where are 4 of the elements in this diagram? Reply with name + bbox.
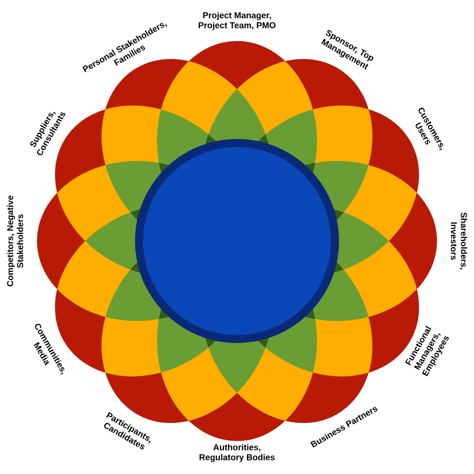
stakeholder-label: Project Manager, Project Team, PMO: [198, 12, 276, 30]
stakeholder-label: Shareholders, Investors: [450, 212, 468, 270]
stakeholder-label: Authorities, Regulatory Bodies: [200, 444, 275, 462]
stakeholder-label: Competitors, Negative Stakeholders: [6, 196, 24, 286]
